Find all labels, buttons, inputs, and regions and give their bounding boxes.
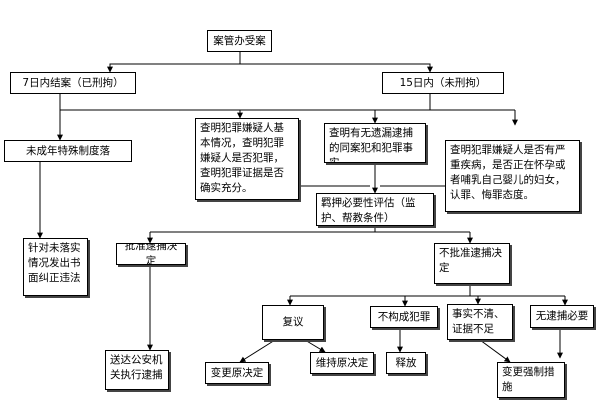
node-change-decision: 变更原决定 [205, 362, 269, 384]
node-facts-unclear: 事实不清、证据不足 [447, 304, 513, 340]
connector-reconsider-change [239, 339, 276, 363]
node-minor-system: 未成年特殊制度落 [4, 140, 132, 162]
node-approve-arrest: 批准逮捕决定 [116, 243, 186, 265]
node-not-approve-arrest: 不批准逮捕决定 [434, 243, 510, 284]
node-start: 案管办受案 [207, 30, 272, 52]
node-deliver-police: 送达公安机关执行逮捕 [105, 350, 169, 390]
node-check-illness: 查明犯罪嫌疑人是否有严重疾病，是否正在怀孕或者哺乳自己婴儿的妇女，认罪、悔罪态度… [445, 140, 580, 212]
connector-unclear-measure [479, 339, 511, 363]
node-necessity-eval: 羁押必要性评估（监护、帮教条件） [316, 193, 434, 226]
node-branch-7day: 7日内结案（已刑拘） [10, 72, 136, 94]
node-correct-violation: 针对未落实情况发出书面纠正违法 [23, 238, 88, 296]
node-reconsider: 复议 [262, 305, 324, 340]
node-branch-15day: 15日内（未刑拘） [382, 72, 504, 94]
connector-start-right [240, 63, 433, 73]
node-not-crime: 不构成犯罪 [370, 306, 438, 328]
connector-reconsider-maintain [304, 339, 326, 353]
node-maintain-decision: 维持原决定 [310, 352, 374, 374]
node-release: 释放 [386, 352, 426, 374]
connector-start-down [107, 52, 241, 73]
node-investigate-suspect: 查明犯罪嫌疑人基本情况，查明犯罪嫌疑人是否犯罪，查明犯罪证据是否确实充分。 [195, 118, 299, 200]
node-change-measure: 变更强制措施 [497, 362, 565, 398]
node-check-accomplices: 查明有无遗漏逮捕的同案犯和犯罪事实 [324, 123, 426, 163]
node-no-necessity: 无逮捕必要 [530, 305, 594, 328]
